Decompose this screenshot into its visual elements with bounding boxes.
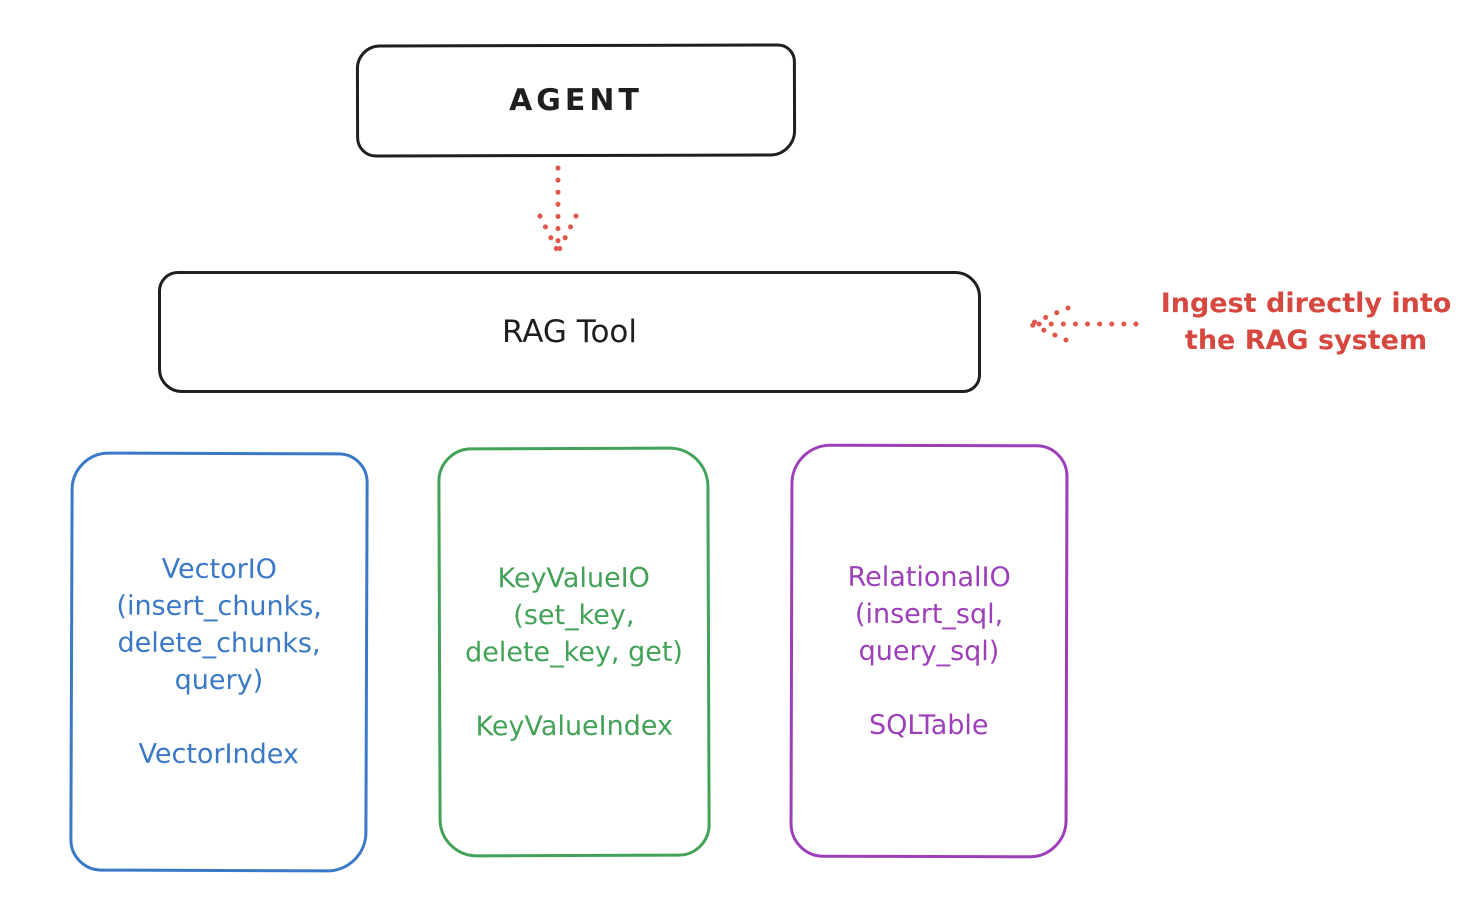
module-line: query_sql) bbox=[858, 635, 1000, 667]
ingest-annotation-line1: Ingest directly into bbox=[1160, 288, 1452, 319]
vector-index-label: VectorIndex bbox=[138, 738, 299, 771]
keyvalue-io-functions: KeyValueIO (set_key, delete_key, get) bbox=[465, 559, 683, 671]
module-line: KeyValueIO bbox=[497, 562, 650, 594]
module-line: delete_key, get) bbox=[465, 636, 683, 668]
agent-to-ragtool-arrow-icon bbox=[537, 165, 579, 255]
rag-tool-label: RAG Tool bbox=[501, 314, 638, 350]
module-line: RelationalIO bbox=[847, 561, 1011, 593]
module-line: (insert_chunks, bbox=[116, 590, 322, 623]
module-line: (insert_sql, bbox=[854, 598, 1004, 630]
keyvalue-io-box: KeyValueIO (set_key, delete_key, get) Ke… bbox=[437, 446, 711, 858]
sql-table-label: SQLTable bbox=[868, 709, 989, 741]
relational-io-box: RelationalIO (insert_sql, query_sql) SQL… bbox=[789, 443, 1069, 859]
ingest-annotation: Ingest directly into the RAG system bbox=[1138, 285, 1474, 359]
module-line: (set_key, bbox=[513, 599, 635, 631]
ingest-arrow-icon bbox=[1027, 305, 1139, 343]
relational-io-functions: RelationalIO (insert_sql, query_sql) bbox=[847, 558, 1011, 669]
module-line: VectorIO bbox=[161, 553, 278, 586]
keyvalue-index-label: KeyValueIndex bbox=[475, 710, 674, 742]
module-line: delete_chunks, bbox=[117, 627, 321, 660]
agent-label: AGENT bbox=[509, 82, 643, 119]
ingest-annotation-line2: the RAG system bbox=[1184, 325, 1428, 356]
agent-box: AGENT bbox=[355, 43, 797, 158]
vector-io-box: VectorIO (insert_chunks, delete_chunks, … bbox=[69, 451, 369, 873]
rag-tool-box: RAG Tool bbox=[158, 271, 981, 393]
module-line: query) bbox=[174, 664, 264, 697]
vector-io-functions: VectorIO (insert_chunks, delete_chunks, … bbox=[116, 551, 322, 700]
